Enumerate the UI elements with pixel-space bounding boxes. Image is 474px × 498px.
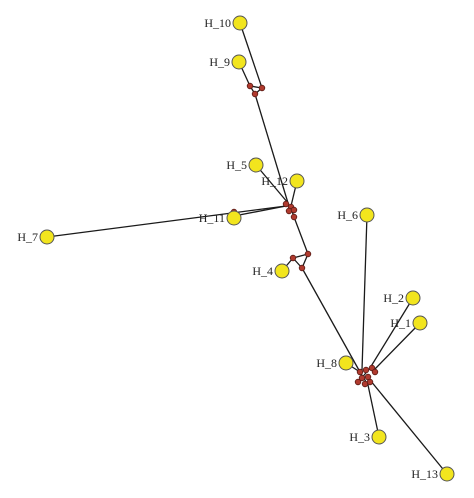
haplotype-node-h1[interactable]	[412, 315, 428, 331]
haplotype-labels: H_10 H_9 H_5 H_12 H_11 H_7 H_6 H_4 H_2 H…	[17, 16, 438, 481]
median-vector	[354, 378, 362, 386]
median-vectors	[230, 82, 379, 388]
median-vector	[298, 264, 306, 272]
label-h3: H_3	[349, 430, 370, 444]
edge-trunk-top	[254, 93, 289, 204]
edge-h11	[233, 205, 287, 217]
median-vector	[304, 250, 312, 258]
median-vector	[356, 368, 364, 376]
label-h7: H_7	[17, 230, 38, 244]
median-vector	[366, 378, 374, 386]
haplotype-node-h12[interactable]	[289, 173, 305, 189]
median-vector	[258, 84, 266, 92]
median-vector	[251, 90, 259, 98]
median-vector	[289, 254, 297, 262]
label-h10: H_10	[204, 16, 231, 30]
label-h13: H_13	[411, 467, 438, 481]
edge-h3	[367, 384, 380, 438]
edge-h7	[46, 205, 287, 238]
edge-h6	[361, 214, 368, 371]
median-vector	[371, 368, 379, 376]
label-h5: H_5	[226, 158, 247, 172]
edge-mid-down	[293, 216, 309, 255]
haplotype-node-h6[interactable]	[359, 207, 375, 223]
haplotype-node-h10[interactable]	[232, 15, 248, 31]
haplotype-node-h5[interactable]	[248, 157, 264, 173]
haplotype-node-h9[interactable]	[231, 54, 247, 70]
haplotype-node-h2[interactable]	[405, 290, 421, 306]
median-vector	[362, 366, 370, 374]
median-vector	[246, 82, 254, 90]
label-h6: H_6	[337, 208, 358, 222]
median-vector	[358, 374, 366, 382]
haplotype-node-h4[interactable]	[274, 263, 290, 279]
label-h8: H_8	[316, 356, 337, 370]
haplotype-node-h13[interactable]	[439, 466, 455, 482]
label-h4: H_4	[252, 264, 273, 278]
edge-h10	[239, 22, 263, 89]
edge-trunk-bottom	[301, 267, 361, 373]
edge-h13	[369, 379, 448, 475]
haplotype-nodes	[39, 15, 455, 482]
haplotype-node-h7[interactable]	[39, 229, 55, 245]
label-h9: H_9	[209, 55, 230, 69]
edge-h5	[255, 164, 289, 204]
edge-h1	[373, 322, 421, 371]
median-vector	[290, 206, 298, 214]
label-h2: H_2	[383, 291, 404, 305]
edge-h2	[369, 297, 414, 369]
haplotype-node-h3[interactable]	[371, 429, 387, 445]
label-h1: H_1	[390, 316, 411, 330]
label-h11: H_11	[199, 211, 225, 225]
median-vector	[282, 200, 290, 208]
label-h12: H_12	[261, 174, 288, 188]
network-edges	[46, 22, 448, 475]
median-vector	[290, 213, 298, 221]
haplotype-node-h8[interactable]	[338, 355, 354, 371]
haplotype-node-h11[interactable]	[226, 210, 242, 226]
